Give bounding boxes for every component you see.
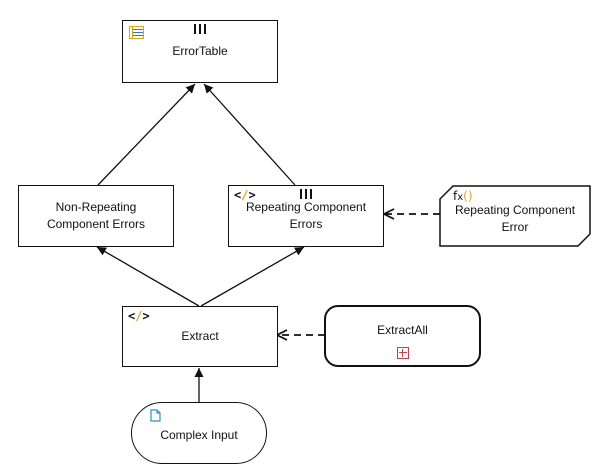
table-icon: [129, 26, 144, 39]
node-label: Extract: [181, 328, 219, 343]
edge-nonrepeating-to-errortable: [97, 83, 196, 186]
node-error-table[interactable]: ErrorTable: [122, 20, 278, 83]
node-label: Complex Input: [160, 428, 238, 443]
node-repeating-component-errors[interactable]: </> Repeating Component Errors: [228, 185, 384, 247]
node-label: Repeating Component Error: [454, 202, 576, 234]
cut-corner-shape: [439, 185, 591, 247]
node-label: Repeating Component Errors: [245, 199, 367, 231]
code-icon: </>: [234, 188, 256, 202]
function-icon: fx(): [453, 189, 473, 203]
code-icon: </>: [128, 309, 150, 323]
edge-extract-to-repeating: [200, 246, 305, 307]
expand-plus-icon[interactable]: [396, 347, 409, 359]
document-icon: [150, 409, 161, 422]
edge-extract-to-nonrepeating: [96, 246, 200, 307]
node-complex-input[interactable]: Complex Input: [131, 402, 267, 464]
bars-icon: [194, 24, 206, 34]
node-extract[interactable]: </> Extract: [122, 306, 278, 367]
node-repeating-component-error[interactable]: fx() Repeating Component Error: [439, 185, 591, 247]
node-extract-all[interactable]: ExtractAll: [324, 305, 481, 367]
node-non-repeating-component-errors[interactable]: Non-Repeating Component Errors: [18, 185, 174, 247]
node-label: Non-Repeating Component Errors: [46, 199, 146, 231]
edge-repeating-to-errortable: [203, 83, 296, 186]
node-label: ExtractAll: [377, 323, 428, 338]
bars-icon: [300, 189, 312, 199]
node-label: ErrorTable: [172, 43, 228, 58]
